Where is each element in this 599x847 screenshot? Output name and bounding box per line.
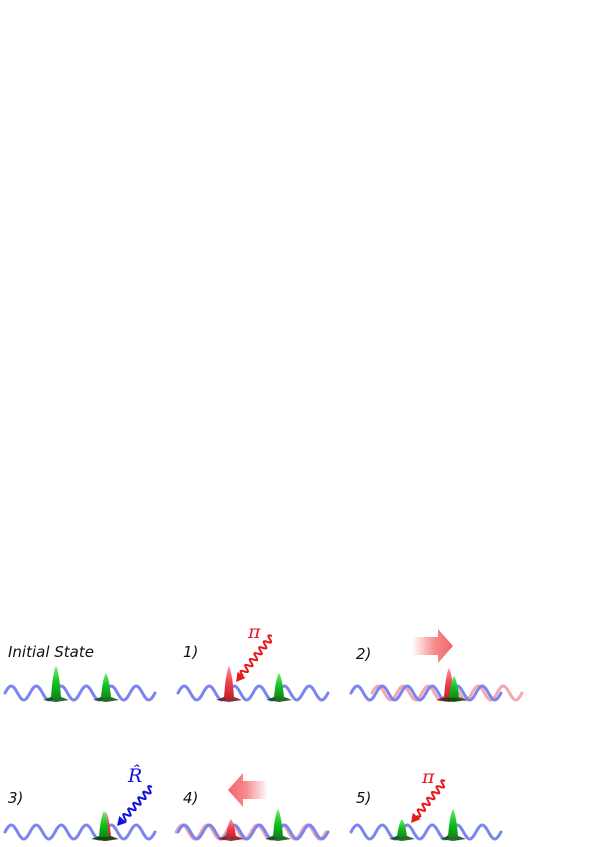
atom-green-right bbox=[93, 673, 119, 702]
lattice-shift-arrow-left bbox=[228, 773, 268, 807]
pi-pulse-symbol: π bbox=[421, 766, 435, 788]
panel-label-step-3: 3) bbox=[8, 789, 23, 807]
atom-green-left bbox=[43, 666, 69, 702]
panel-label-step-4: 4) bbox=[183, 789, 198, 807]
panel-initial-state: Initial State bbox=[3, 643, 157, 702]
r-pulse-photon bbox=[117, 785, 153, 826]
optical-lattice-blue bbox=[3, 823, 157, 841]
atom-green-left bbox=[389, 819, 415, 841]
atom-green bbox=[91, 811, 117, 841]
optical-lattice-blue bbox=[176, 823, 330, 841]
pi-pulse-photon bbox=[236, 634, 273, 682]
panel-label-step-5: 5) bbox=[356, 789, 371, 807]
optical-lattice-blue bbox=[176, 684, 330, 702]
panel-label-step-1: 1) bbox=[183, 643, 198, 661]
panel-step-4: 4) bbox=[174, 773, 330, 841]
pi-pulse-symbol: π bbox=[247, 621, 261, 643]
atom-green bbox=[441, 676, 467, 702]
atom-green-right bbox=[440, 809, 466, 841]
panel-step-2: 2) bbox=[349, 629, 524, 702]
panel-label-step-2: 2) bbox=[356, 645, 371, 663]
lattice-shift-arrow-right bbox=[412, 629, 453, 663]
atom-green bbox=[265, 809, 291, 841]
panel-step-1: 1) π bbox=[176, 621, 330, 702]
r-pulse-symbol: R̂ bbox=[127, 765, 142, 787]
panel-step-5: 5) π bbox=[349, 766, 503, 841]
optical-lattice-blue bbox=[3, 684, 157, 702]
optical-lattice-pink bbox=[174, 823, 328, 841]
pi-pulse-photon bbox=[411, 779, 446, 823]
optical-lattice-blue bbox=[349, 823, 503, 841]
panel-step-3: 3) R̂ bbox=[3, 765, 157, 841]
optical-lattice-blue bbox=[349, 684, 503, 702]
atom-red bbox=[218, 819, 244, 841]
panel-label-initial-state: Initial State bbox=[8, 643, 94, 661]
atom-green bbox=[266, 673, 292, 702]
atom-red bbox=[216, 666, 242, 702]
